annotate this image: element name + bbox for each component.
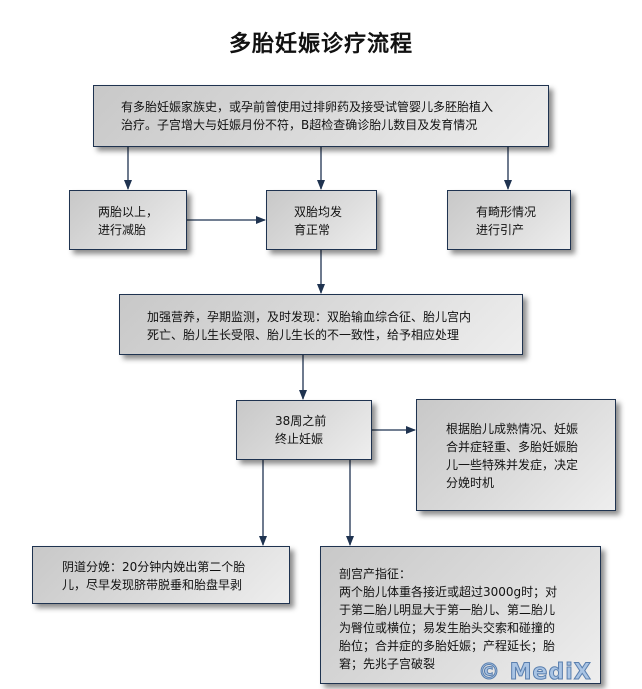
node-twins-normal-text: 双胎均发 育正常: [294, 205, 343, 237]
node-terminate-text: 38周之前 终止妊娠: [275, 414, 327, 446]
node-terminate: 38周之前 终止妊娠: [236, 400, 372, 460]
node-monitoring: 加强营养，孕期监测，及时发现：双胎输血综合征、胎儿宫内 死亡、胎儿生长受限、胎儿…: [119, 294, 523, 355]
node-vaginal-delivery: 阴道分娩：20分钟内娩出第二个胎 儿，尽早发现脐带脱垂和胎盘早剥: [32, 546, 290, 604]
node-cesarean-indications: 剖宫产指征： 两个胎儿体重各接近或超过3000g时；对 于第二胎儿明显大于第一胎…: [320, 546, 601, 684]
node-delivery-timing: 根据胎儿成熟情况、妊娠 合并症轻重、多胎妊娠胎 儿一些特殊并发症，决定 分娩时机: [416, 399, 616, 511]
diagram-title: 多胎妊娠诊疗流程: [228, 31, 413, 57]
node-reduction: 两胎以上， 进行减胎: [69, 190, 187, 250]
node-monitoring-text: 加强营养，孕期监测，及时发现：双胎输血综合征、胎儿宫内 死亡、胎儿生长受限、胎儿…: [147, 310, 472, 342]
node-reduction-text: 两胎以上， 进行减胎: [98, 205, 159, 237]
node-start: 有多胎妊娠家族史，或孕前曾使用过排卵药及接受试管婴儿多胚胎植入 治疗。子宫增大与…: [93, 85, 549, 147]
node-twins-normal: 双胎均发 育正常: [266, 190, 377, 250]
node-start-text: 有多胎妊娠家族史，或孕前曾使用过排卵药及接受试管婴儿多胚胎植入 治疗。子宫增大与…: [121, 100, 494, 132]
node-delivery-timing-text: 根据胎儿成熟情况、妊娠 合并症轻重、多胎妊娠胎 儿一些特殊并发症，决定 分娩时机: [446, 422, 579, 490]
node-cesarean-indications-text: 剖宫产指征： 两个胎儿体重各接近或超过3000g时；对 于第二胎儿明显大于第一胎…: [339, 567, 558, 671]
node-vaginal-delivery-text: 阴道分娩：20分钟内娩出第二个胎 儿，尽早发现脐带脱垂和胎盘早剥: [62, 560, 246, 592]
medix-watermark: © MediX: [478, 660, 592, 686]
node-malformation: 有畸形情况 进行引产: [447, 190, 571, 250]
node-malformation-text: 有畸形情况 进行引产: [476, 205, 537, 237]
